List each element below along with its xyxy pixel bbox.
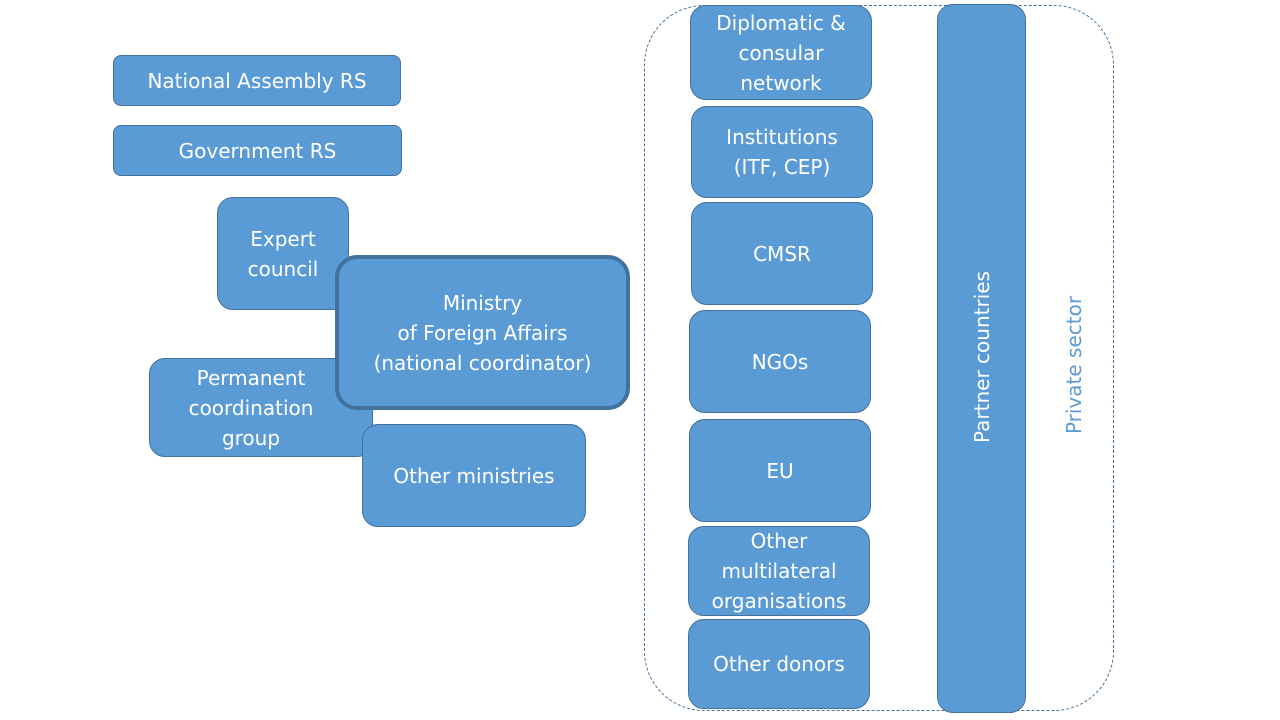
stack-item-cmsr: CMSR — [691, 202, 873, 305]
private-sector-group — [644, 5, 1114, 711]
stack-item-institutions: Institutions (ITF, CEP) — [691, 106, 873, 198]
ministry-foreign-affairs-box: Ministry of Foreign Affairs (national co… — [335, 255, 630, 410]
government-box: Government RS — [113, 125, 402, 176]
expert-council-box: Expert council — [217, 197, 349, 310]
stack-item-other-donors: Other donors — [688, 619, 870, 709]
national-assembly-box: National Assembly RS — [113, 55, 401, 106]
partner-countries-bar — [937, 4, 1026, 713]
permanent-coordination-group-box: Permanent coordination group — [149, 358, 373, 457]
stack-item-ngos: NGOs — [689, 310, 871, 413]
partner-countries-label: Partner countries — [970, 271, 994, 443]
stack-item-eu: EU — [689, 419, 871, 522]
stack-item-diplomatic-network: Diplomatic & consular network — [690, 5, 872, 100]
other-ministries-box: Other ministries — [362, 424, 586, 527]
private-sector-label: Private sector — [1062, 295, 1086, 435]
stack-item-other-multilateral: Other multilateral organisations — [688, 526, 870, 616]
